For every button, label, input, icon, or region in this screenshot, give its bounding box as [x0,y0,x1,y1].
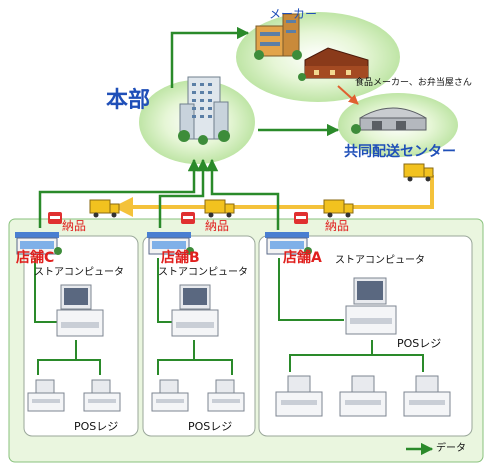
store-computer-icon [171,284,219,337]
store-b-computer-label: ストアコンピュータ [158,267,248,278]
store-b-building-icon [147,212,195,255]
store-c-label: 店舗C [16,250,55,266]
store-b-pos-label: POSレジ [188,420,233,433]
food-factory-icon [298,47,369,81]
store-computer-icon [56,284,104,337]
store-c-pos-label: POSレジ [74,420,119,433]
pos-terminal-icon [403,375,451,417]
store-a-pos-label: POSレジ [397,337,442,350]
pos-terminal-icon [207,379,245,412]
pos-terminal-icon [83,379,121,412]
hq-building-icon [178,76,230,145]
hq-to-maker-arrow [170,26,250,88]
delivery-truck-icon [403,163,434,182]
delivery-truck-icon [89,199,120,218]
store-network-lines [34,258,424,375]
warehouse-icon [351,107,427,134]
food-to-center-arrow [337,85,359,105]
delivery-truck-icon [323,199,354,218]
store-computer-icon [345,277,397,335]
delivery-label: 納品 [325,219,350,233]
distribution-center-label: 共同配送センター [344,144,456,160]
delivery-label: 納品 [205,219,230,233]
delivery-label: 納品 [62,219,87,233]
maker-building-icon [254,13,302,60]
store-a-computer-label: ストアコンピュータ [335,255,425,266]
pos-terminal-icon [151,379,189,412]
pos-terminal-icon [275,375,323,417]
store-a-label: 店舗A [283,250,322,266]
store-c-computer-label: ストアコンピュータ [34,267,124,278]
pos-terminal-icon [27,379,65,412]
maker-label: メーカー [269,7,318,21]
store-b-label: 店舗B [161,250,200,266]
legend-data-label: データ [436,443,466,454]
delivery-truck-icon [204,199,235,218]
food-maker-label: 食品メーカー、お弁当屋さん [355,78,472,88]
store-c-building-icon [15,212,62,255]
hq-label: 本部 [106,88,151,113]
store-a-building-icon [265,212,312,255]
pos-terminal-icon [339,375,387,417]
store-data-lines [38,158,280,230]
